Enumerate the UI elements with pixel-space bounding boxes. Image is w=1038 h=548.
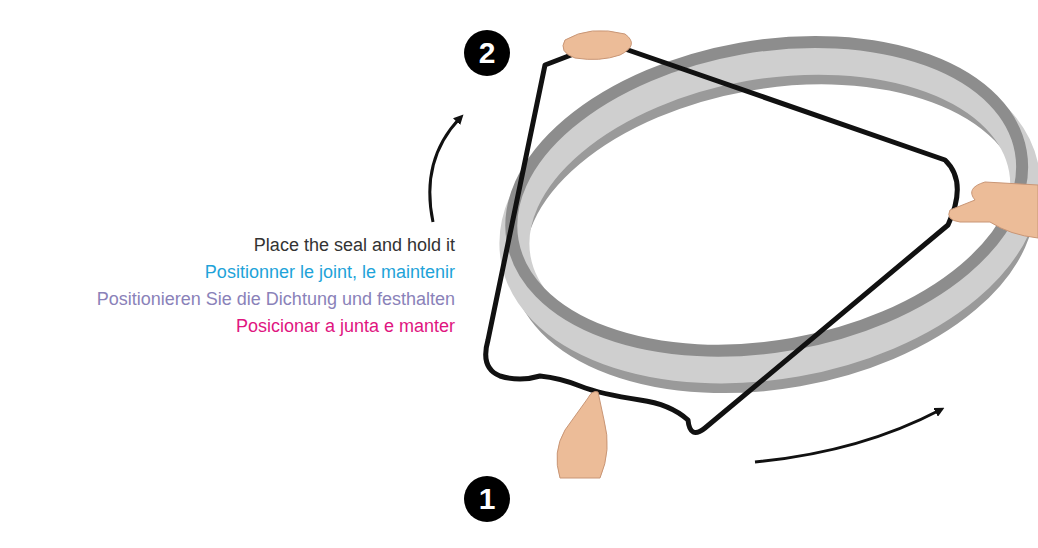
instruction-line: Posicionar a junta e manter [97, 313, 455, 340]
hand [557, 31, 1038, 478]
ring [487, 4, 1038, 424]
instruction-line: Positionieren Sie die Dichtung und festh… [97, 286, 455, 313]
rotation-arrow [430, 118, 460, 222]
rotation-arrow [755, 410, 940, 462]
callout-text: 1 [479, 484, 496, 514]
seal [486, 42, 958, 433]
instruction-line: Place the seal and hold it [97, 232, 455, 259]
instruction-text: Place the seal and hold itPositionner le… [97, 232, 455, 340]
instruction-line: Positionner le joint, le maintenir [97, 259, 455, 286]
callout-text: 2 [479, 38, 496, 68]
callout-number: 2 [464, 30, 510, 76]
callout-number: 1 [464, 476, 510, 522]
